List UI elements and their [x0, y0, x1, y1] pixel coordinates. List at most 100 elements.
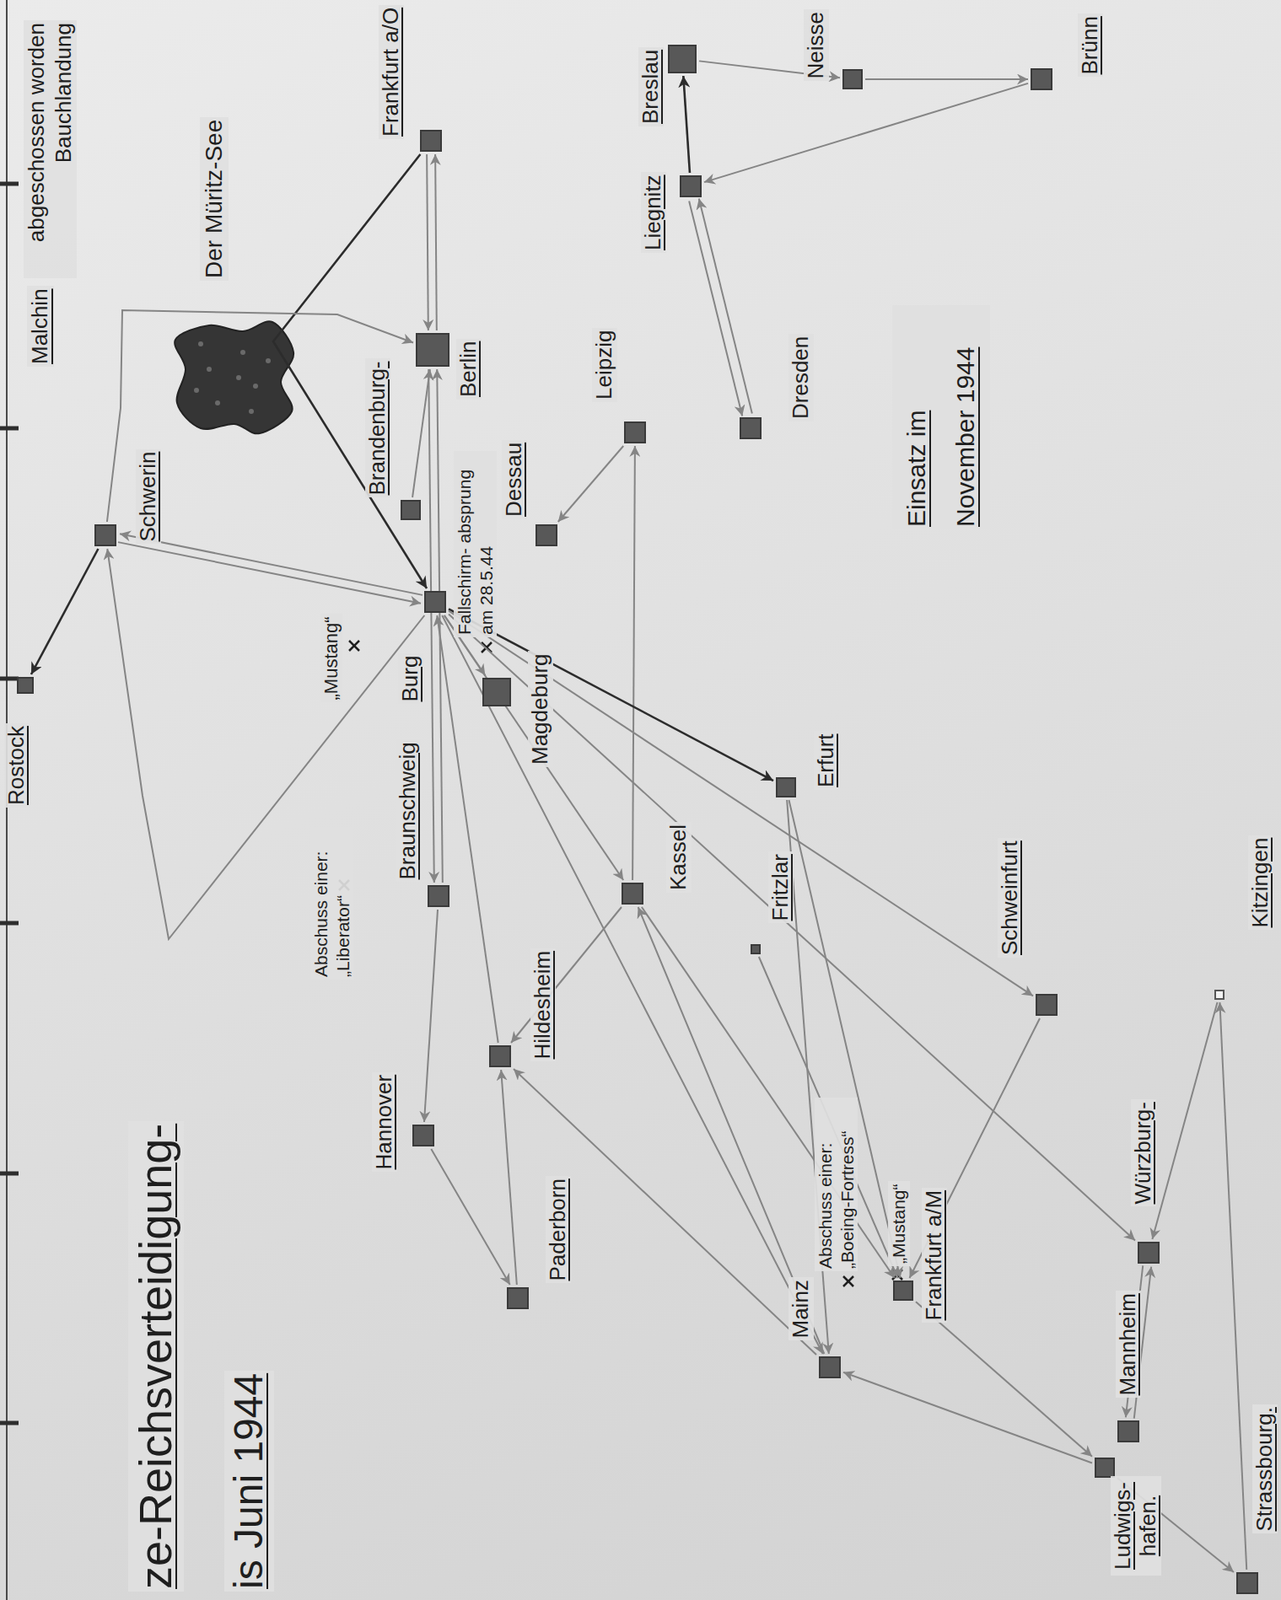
route-arrow	[511, 907, 622, 1044]
route-arrow	[1219, 1002, 1247, 1571]
crash-mark-stroke	[843, 1276, 854, 1287]
route-arrow	[500, 1070, 517, 1286]
route-arrow	[412, 369, 431, 498]
city-label: Fritzlar	[768, 851, 794, 924]
route-arrow	[683, 75, 690, 173]
city-node: Breslau	[667, 44, 697, 74]
city-node: Mannheim	[1117, 1420, 1140, 1443]
city-node: Berlin	[415, 333, 450, 367]
city-label: Liegnitz	[640, 172, 667, 253]
route-arrow	[632, 446, 636, 881]
route-arrow	[430, 1149, 510, 1286]
city-node: Dresden	[739, 417, 762, 440]
ruler-tick	[0, 1172, 19, 1177]
city-label: Berlin	[456, 339, 482, 400]
lake-texture	[236, 375, 242, 381]
route-arrow	[119, 533, 423, 596]
city-node: Strassbourg.	[1236, 1572, 1259, 1595]
map-title: ze-Reichsverteidigung-	[128, 1121, 184, 1593]
route-arrow	[788, 800, 900, 1279]
lake-texture	[248, 409, 254, 415]
city-label: Ludwigs- hafen.	[1110, 1476, 1162, 1577]
lake-texture	[265, 358, 271, 364]
city-label: Hildesheim	[530, 948, 556, 1063]
lake-texture	[193, 387, 200, 393]
city-label: Frankfurt a/O	[378, 5, 404, 140]
ruler-tick	[0, 921, 19, 926]
city-label: Frankfurt a/M	[921, 1188, 948, 1325]
city-node: Kitzingen	[1214, 990, 1225, 1001]
route-arrow	[865, 78, 1029, 81]
city-node: Paderborn	[506, 1287, 529, 1310]
city-node: Magdeburg	[482, 678, 512, 707]
city-label: Kitzingen	[1248, 835, 1274, 932]
crash-mark-stroke	[349, 640, 360, 652]
city-node: Hildesheim	[489, 1045, 512, 1068]
city-node: Leipzig	[624, 421, 646, 444]
map-note: Malchin	[26, 285, 54, 367]
lake-texture	[240, 349, 246, 356]
city-label: Dessau	[501, 440, 528, 520]
route-arrow	[843, 1372, 1093, 1464]
map-note: abgeschossen worden Bauchlandung	[23, 20, 77, 279]
city-node: Burg	[424, 591, 447, 614]
city-node: Erfurt	[775, 777, 797, 798]
city-label: Schwerin	[135, 449, 162, 545]
city-node: Frankfurt a/O	[419, 129, 442, 152]
city-label: Braunschweig	[395, 739, 421, 883]
ruler-tick	[0, 426, 19, 431]
city-label: Strassbourg.	[1252, 1404, 1278, 1534]
crash-mark-stroke	[349, 640, 360, 652]
crash-mark	[843, 1276, 854, 1287]
map-note: „Mustang“	[888, 1181, 910, 1267]
route-arrow	[915, 1302, 1093, 1458]
city-label: Hannover	[371, 1072, 398, 1174]
map-note: is Juni 1944	[224, 1371, 275, 1593]
city-label: Neisse	[803, 9, 829, 81]
city-node: Brünn	[1030, 68, 1053, 91]
city-label: Brandenburg-	[365, 359, 391, 499]
map-note: Abschuss einer: „Liberator“	[310, 827, 354, 980]
city-node: Neisse	[842, 69, 863, 90]
city-node: Rostock	[16, 677, 34, 695]
city-label: Erfurt	[813, 731, 840, 791]
crash-mark	[349, 640, 360, 652]
route-arrow	[273, 154, 427, 589]
city-label: Mainz	[788, 1277, 814, 1341]
route-arrow	[428, 369, 435, 883]
city-label: Kassel	[666, 822, 692, 894]
city-node: Mainz	[818, 1356, 841, 1379]
route-arrow	[699, 199, 753, 415]
city-label: Leipzig	[592, 328, 618, 403]
route-arrow	[704, 83, 1029, 183]
lake-texture	[215, 400, 221, 406]
route-arrow	[448, 608, 774, 781]
route-arrow	[448, 614, 1136, 1242]
city-label: Magdeburg	[527, 651, 554, 768]
city-node: Fritzlar	[750, 944, 761, 955]
city-node: Ludwigs- hafen.	[1094, 1458, 1115, 1479]
city-label: Dresden	[788, 333, 814, 422]
ruler-tick	[0, 182, 19, 187]
city-node: Frankfurt a/M	[893, 1281, 914, 1302]
crash-mark-stroke	[843, 1276, 854, 1287]
city-node: Braunschweig	[427, 885, 450, 908]
city-node: Liegnitz	[679, 175, 702, 198]
map-note: Einsatz im November 1944	[892, 305, 991, 530]
ruler-tick	[0, 677, 19, 682]
city-label: Würzburg-	[1130, 1099, 1157, 1207]
route-arrow	[448, 611, 1034, 997]
map-note: Der Müritz-See	[199, 117, 229, 281]
route-arrow	[513, 1069, 817, 1356]
route-arrow	[441, 615, 824, 1355]
lake-texture	[252, 383, 259, 389]
route-arrow	[107, 549, 425, 940]
route-arrow	[426, 154, 429, 331]
route-arrow	[435, 154, 437, 331]
route-arrow	[688, 200, 743, 416]
city-label: Burg	[398, 653, 424, 706]
city-label: Mannheim	[1115, 1291, 1142, 1399]
map-note: Abschuss einer: „Boeing-Fortress“	[814, 1098, 858, 1272]
city-label: Rostock	[4, 723, 30, 808]
